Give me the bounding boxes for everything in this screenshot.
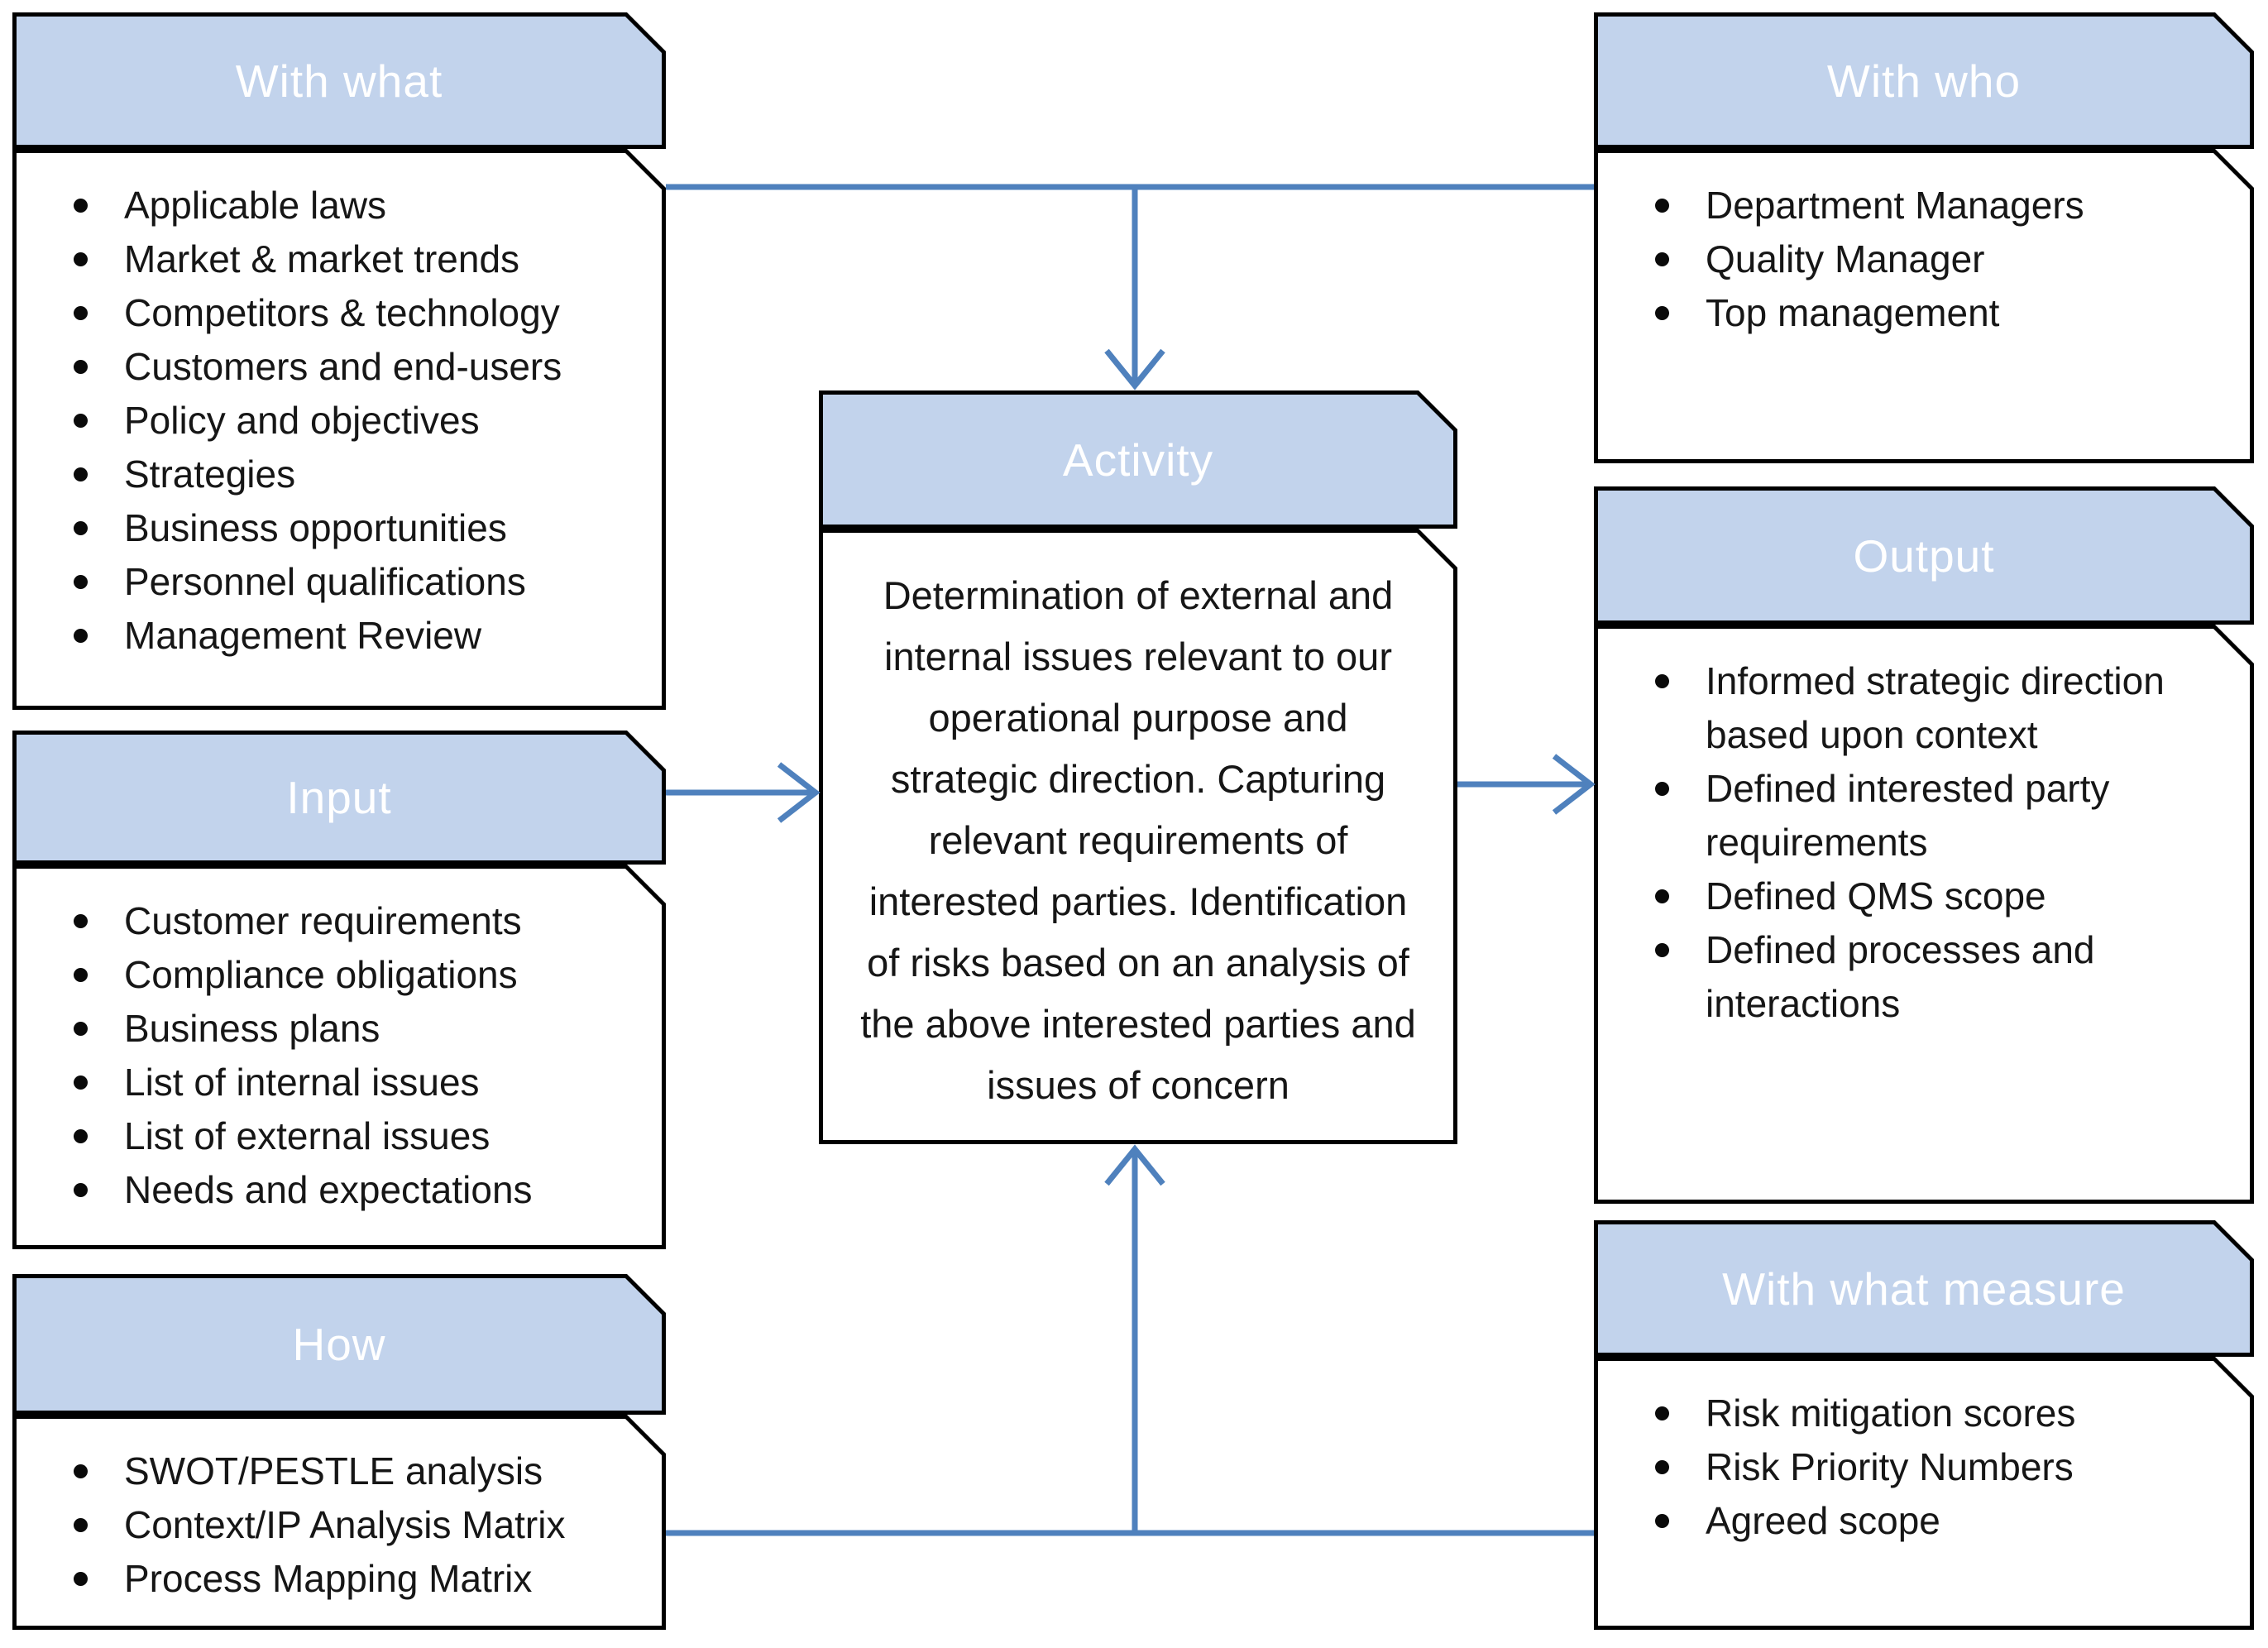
how-body-bg <box>17 1419 662 1626</box>
list-item: Quality Manager <box>1594 232 2234 286</box>
list-item: Defined QMS scope <box>1594 870 2234 923</box>
with-what-header: With what <box>12 12 666 149</box>
list-item: Top management <box>1594 286 2234 340</box>
list-item: Customer requirements <box>12 894 646 948</box>
list-item: Policy and objectives <box>12 394 646 448</box>
list-item: Management Review <box>12 609 646 663</box>
list-item: Needs and expectations <box>12 1163 646 1217</box>
list-item: Market & market trends <box>12 232 646 286</box>
with-what-measure-title: With what measure <box>1722 1262 2126 1315</box>
list-item: Department Managers <box>1594 179 2234 232</box>
with-what-measure-header-bg <box>1598 1224 2250 1353</box>
output-arrow-head <box>1552 754 1596 815</box>
with-who-title: With who <box>1826 55 2022 107</box>
activity-header: Activity <box>819 390 1457 529</box>
with-what-measure-header: With what measure <box>1594 1220 2254 1357</box>
with-who-header-bg <box>1598 17 2250 145</box>
list-item: Risk Priority Numbers <box>1594 1440 2234 1494</box>
list-item: Defined interested party requirements <box>1594 762 2234 870</box>
list-item: Applicable laws <box>12 179 646 232</box>
list-item: List of external issues <box>12 1109 646 1163</box>
output-header: Output <box>1594 486 2254 625</box>
list-item: SWOT/PESTLE analysis <box>12 1444 646 1498</box>
list-item: Competitors & technology <box>12 286 646 340</box>
list-item: Business plans <box>12 1002 646 1056</box>
list-item: Business opportunities <box>12 501 646 555</box>
activity-description: Determination of external and internal i… <box>860 573 1416 1107</box>
activity-body-bg <box>823 533 1453 1140</box>
list-item: Personnel qualifications <box>12 555 646 609</box>
with-what-title: With what <box>235 55 443 107</box>
with-who-header: With who <box>1594 12 2254 149</box>
with-who-body-bg <box>1598 153 2250 459</box>
list-item: Strategies <box>12 448 646 501</box>
up-arrow-head <box>1104 1144 1165 1186</box>
activity-header-bg <box>823 395 1453 525</box>
list-item: Risk mitigation scores <box>1594 1387 2234 1440</box>
output-body-bg <box>1598 629 2250 1200</box>
input-title: Input <box>286 772 392 823</box>
how-header: How <box>12 1274 666 1415</box>
how-header-bg <box>17 1278 662 1411</box>
input-header-bg <box>17 735 662 860</box>
list-item: Customers and end-users <box>12 340 646 394</box>
with-what-measure-body-bg <box>1598 1361 2250 1626</box>
output-header-bg <box>1598 491 2250 620</box>
list-item: Context/IP Analysis Matrix <box>12 1498 646 1552</box>
activity-body: Determination of external and internal i… <box>819 529 1457 1144</box>
input-header: Input <box>12 731 666 865</box>
list-item: Agreed scope <box>1594 1494 2234 1548</box>
output-body: Informed strategic direction based upon … <box>1594 625 2254 1204</box>
with-what-header-bg <box>17 17 662 145</box>
output-list: Informed strategic direction based upon … <box>1594 625 2254 1204</box>
list-item: Defined processes and interactions <box>1594 923 2234 1031</box>
list-item: Compliance obligations <box>12 948 646 1002</box>
how-title: How <box>292 1319 386 1370</box>
list-item: Process Mapping Matrix <box>12 1552 646 1606</box>
with-what-body-bg <box>17 153 662 706</box>
input-body-bg <box>17 869 662 1245</box>
output-title: Output <box>1853 529 1995 582</box>
input-arrow-head <box>777 762 821 823</box>
list-item: List of internal issues <box>12 1056 646 1109</box>
down-arrow-head <box>1104 348 1165 390</box>
activity-title: Activity <box>1062 434 1214 486</box>
list-item: Informed strategic direction based upon … <box>1594 654 2234 762</box>
